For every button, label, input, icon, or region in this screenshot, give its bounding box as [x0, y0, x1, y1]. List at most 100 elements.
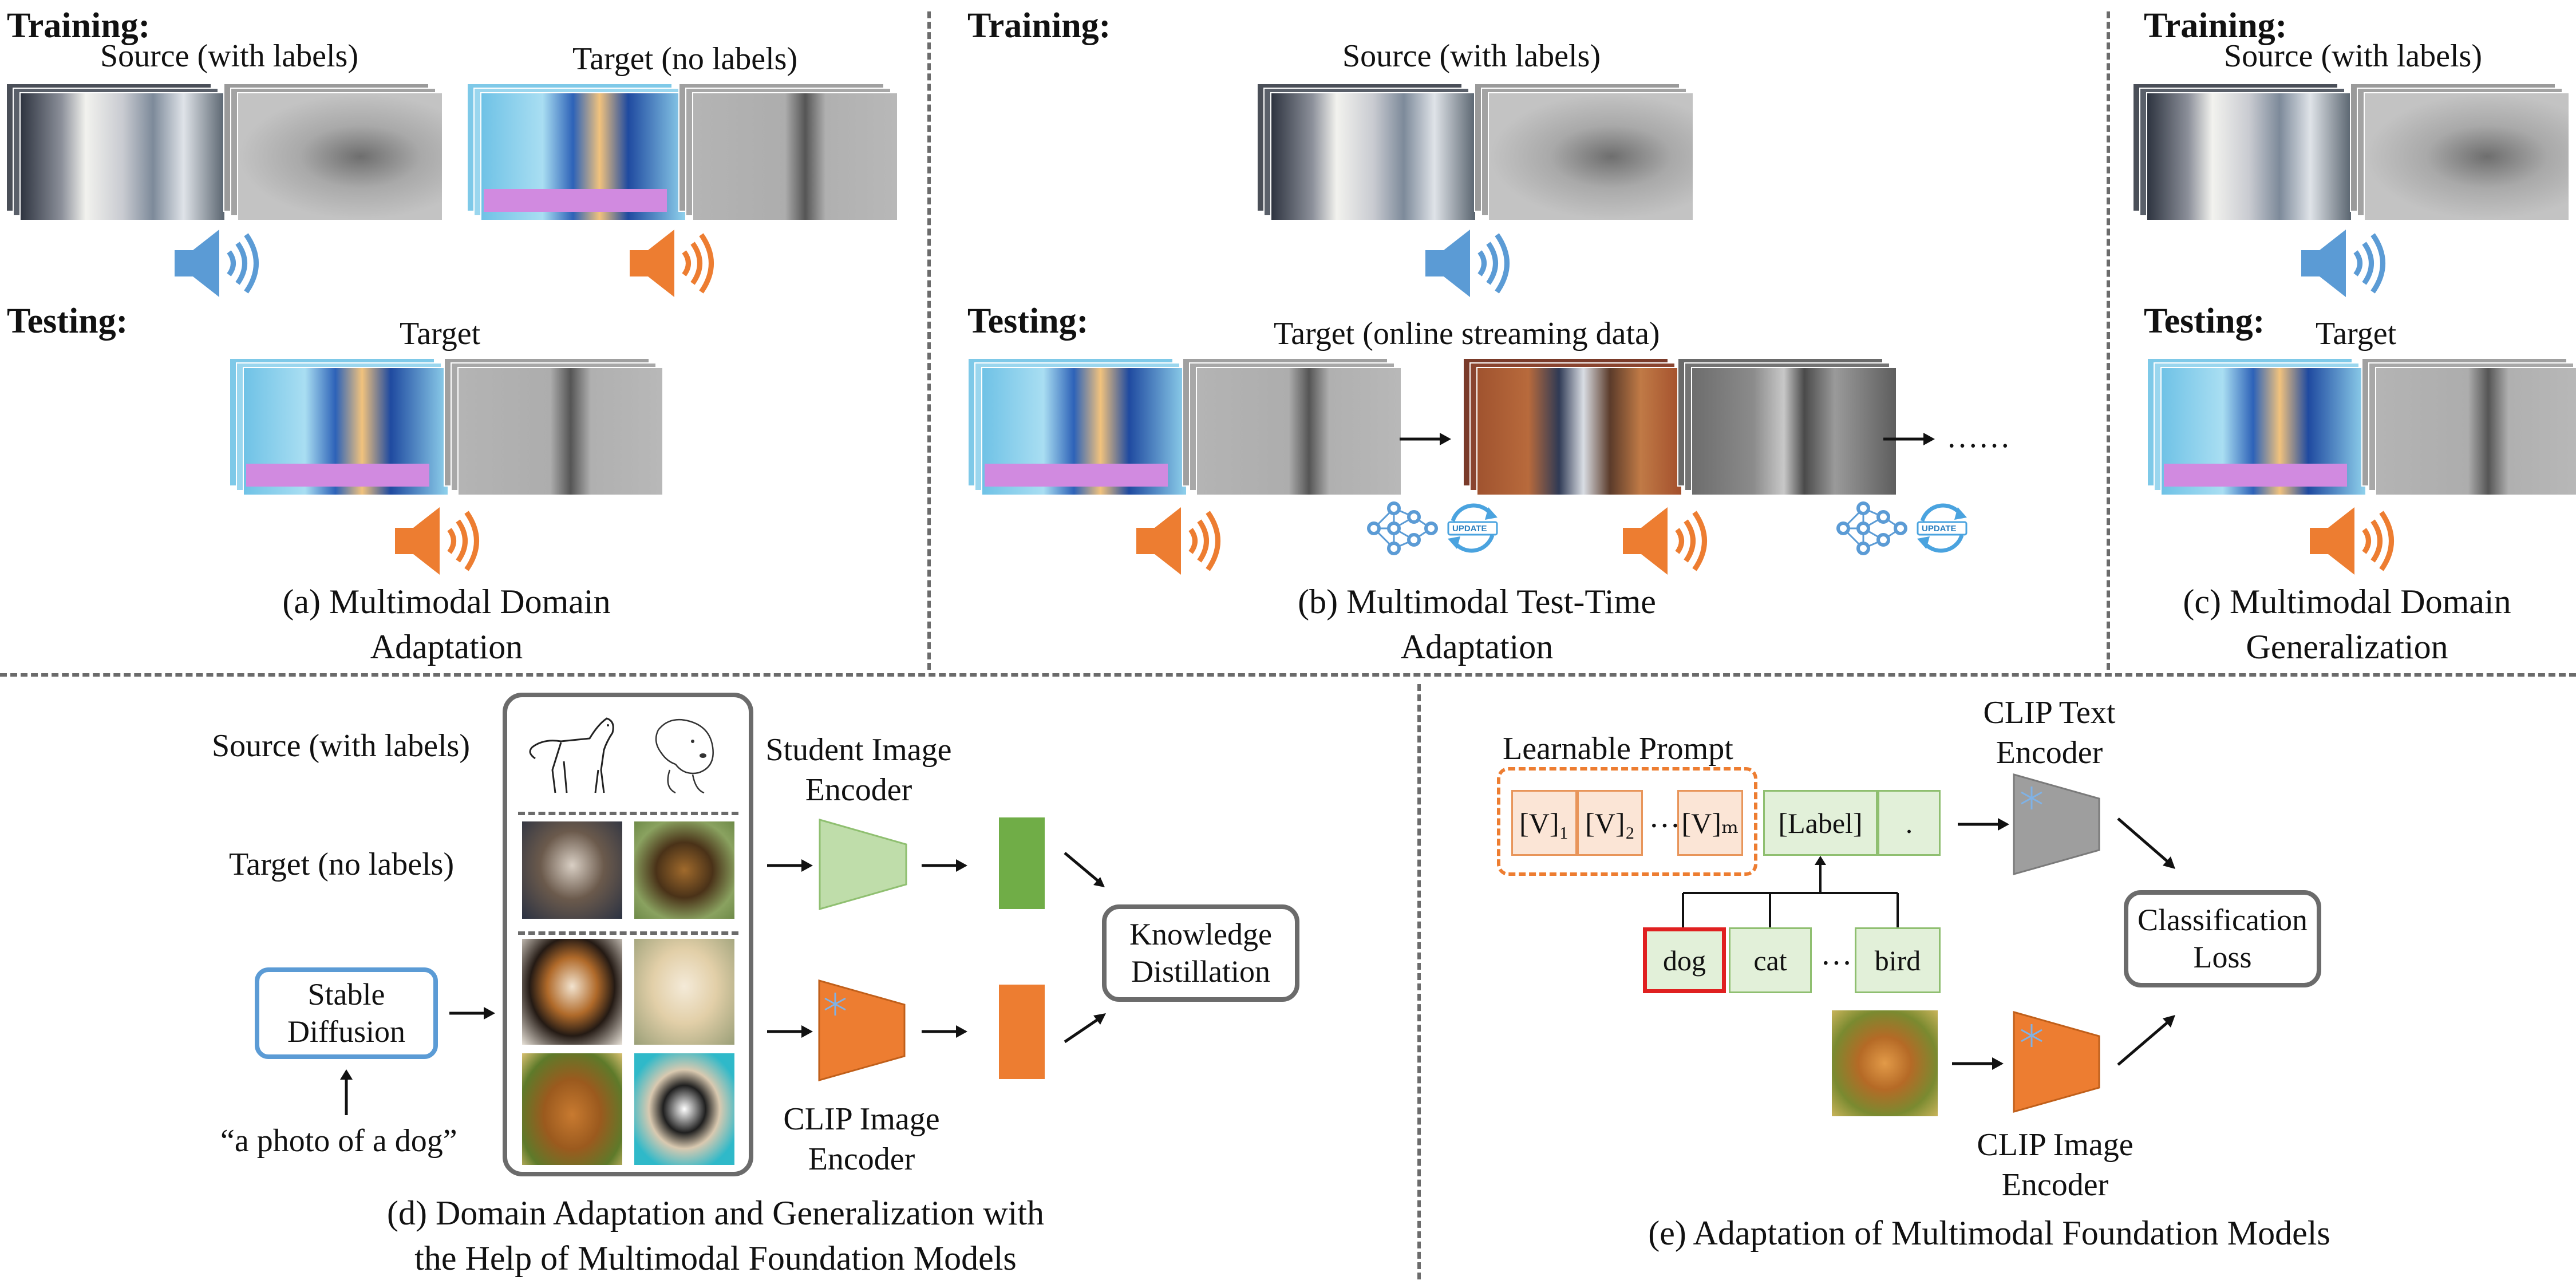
- student-feature: [999, 817, 1045, 909]
- class-tree-connector: [1682, 856, 1899, 933]
- target-cartoon-frames: [2147, 358, 2366, 496]
- source-depth-frames: [1474, 83, 1694, 221]
- training-heading: Training:: [2144, 6, 2287, 45]
- arrow-right: [922, 1025, 967, 1038]
- divider-top-bottom: [0, 673, 2576, 677]
- ellipsis: ……: [1946, 419, 2010, 455]
- update-icon: UPDATE: [1912, 498, 1972, 558]
- speaker-icon: [1136, 507, 1220, 575]
- clip-text-encoder-label: CLIP Text Encoder: [1983, 695, 2116, 771]
- speaker-icon: [2310, 507, 2394, 575]
- caption-c-line1: (c) Multimodal Domain: [2183, 583, 2511, 621]
- target-stream-label: Target (online streaming data): [1274, 316, 1660, 351]
- source-rgb-frames: [1257, 83, 1476, 221]
- caption-e: (e) Adaptation of Multimodal Foundation …: [1488, 1211, 2490, 1256]
- arrow-right: [767, 1025, 813, 1038]
- speaker-icon: [175, 230, 259, 297]
- classification-loss-box: Classification Loss: [2124, 890, 2321, 987]
- student-encoder-trapezoid: [819, 819, 907, 910]
- clip-image-encoder-label: CLIP Image Encoder: [783, 1101, 940, 1177]
- target-cartoon-frames: [229, 358, 449, 496]
- caption-a-line1: (a) Multimodal Domain: [282, 583, 611, 621]
- arrow-right: [449, 1007, 495, 1020]
- arrow-up: [340, 1069, 353, 1115]
- target-depth-frames: [678, 83, 898, 221]
- source-label: Source (with labels): [2224, 38, 2482, 74]
- arrow-diagonal: [2117, 1015, 2175, 1066]
- snowflake-icon: [824, 993, 846, 1016]
- target-nolabel-label: Target (no labels): [229, 847, 455, 882]
- source-rgb-frames: [6, 83, 226, 221]
- class-cat: cat: [1729, 927, 1812, 993]
- arrow-diagonal: [1064, 1013, 1106, 1044]
- snowflake-icon: [2021, 1024, 2042, 1047]
- dog-photo: [634, 1053, 734, 1165]
- source-rgb-frames: [2132, 83, 2352, 221]
- stable-diffusion-box: Stable Diffusion: [255, 967, 438, 1059]
- source-depth-frames: [2350, 83, 2570, 221]
- clip-image-encoder-trapezoid: [818, 979, 906, 1081]
- clip-feature: [999, 985, 1045, 1079]
- target-cartoon-frames: [967, 358, 1187, 496]
- arrow-diagonal: [2117, 817, 2175, 869]
- caption-d-line2: the Help of Multimodal Foundation Models: [414, 1239, 1017, 1278]
- dog-photo: [1832, 1010, 1938, 1116]
- neural-network-icon: [1836, 501, 1907, 555]
- target-nolabel-label: Target (no labels): [572, 41, 798, 77]
- snowflake-icon: [2021, 787, 2042, 809]
- target-depth-frames: [2361, 358, 2576, 496]
- arrow-right: [1952, 1057, 2004, 1070]
- class-dog: dog: [1643, 927, 1726, 993]
- speaker-icon: [395, 507, 479, 575]
- divider-de: [1417, 684, 1421, 1279]
- arrow-right: [767, 859, 813, 872]
- dog-photo: [634, 821, 734, 919]
- arrow-right: [922, 859, 967, 872]
- testing-heading: Testing:: [2144, 302, 2265, 341]
- ellipsis: ···: [1820, 946, 1852, 981]
- dog-photo: [522, 939, 622, 1045]
- class-bird: bird: [1855, 927, 1941, 993]
- arrow-right: [1400, 433, 1451, 445]
- dog-sketch-image: [655, 718, 714, 794]
- prompt-token: [V]₁: [1511, 790, 1577, 856]
- divider-ab: [927, 11, 931, 670]
- caption-a: (a) Multimodal Domain Adaptation: [172, 579, 721, 670]
- caption-c-line2: Generalization: [2246, 628, 2448, 666]
- testing-heading: Testing:: [7, 302, 128, 341]
- grid-divider: [518, 812, 738, 815]
- caption-b: (b) Multimodal Test-Time Adaptation: [1202, 579, 1752, 670]
- arrow-right: [1883, 433, 1935, 445]
- learnable-prompt-box: [1497, 767, 1757, 876]
- ellipsis: ···: [1649, 808, 1681, 844]
- streaming-depth-frames: [1677, 358, 1897, 496]
- source-depth-frames: [223, 83, 443, 221]
- update-icon: UPDATE: [1443, 498, 1503, 558]
- caption-c: (c) Multimodal Domain Generalization: [2118, 579, 2576, 670]
- learnable-prompt-label: Learnable Prompt: [1503, 731, 1733, 767]
- arrow-diagonal: [1064, 852, 1105, 887]
- student-encoder-label: Student Image Encoder: [765, 732, 952, 808]
- caption-b-line2: Adaptation: [1400, 628, 1554, 666]
- target-depth-frames: [1182, 358, 1402, 496]
- dog-photo: [634, 939, 734, 1045]
- dog-photo: [522, 821, 622, 919]
- speaker-icon: [630, 230, 714, 297]
- speaker-icon: [2301, 230, 2385, 297]
- update-text: UPDATE: [1922, 524, 1957, 534]
- testing-heading: Testing:: [967, 302, 1089, 341]
- target-cartoon-frames: [467, 83, 686, 221]
- source-label: Source (with labels): [100, 38, 358, 74]
- dog-photo: [522, 1053, 622, 1165]
- caption-b-line1: (b) Multimodal Test-Time: [1298, 583, 1656, 621]
- training-heading: Training:: [967, 6, 1111, 45]
- knowledge-distillation-box: Knowledge Distillation: [1102, 904, 1299, 1002]
- dog-sketch-image: [529, 717, 614, 793]
- divider-bc: [2107, 11, 2110, 670]
- clip-image-encoder-label: CLIP Image Encoder: [1977, 1127, 2134, 1203]
- period-token: .: [1878, 790, 1941, 856]
- caption-a-line2: Adaptation: [370, 628, 523, 666]
- source-label: Source (with labels): [1342, 38, 1601, 74]
- prompt-text: “a photo of a dog”: [220, 1123, 457, 1159]
